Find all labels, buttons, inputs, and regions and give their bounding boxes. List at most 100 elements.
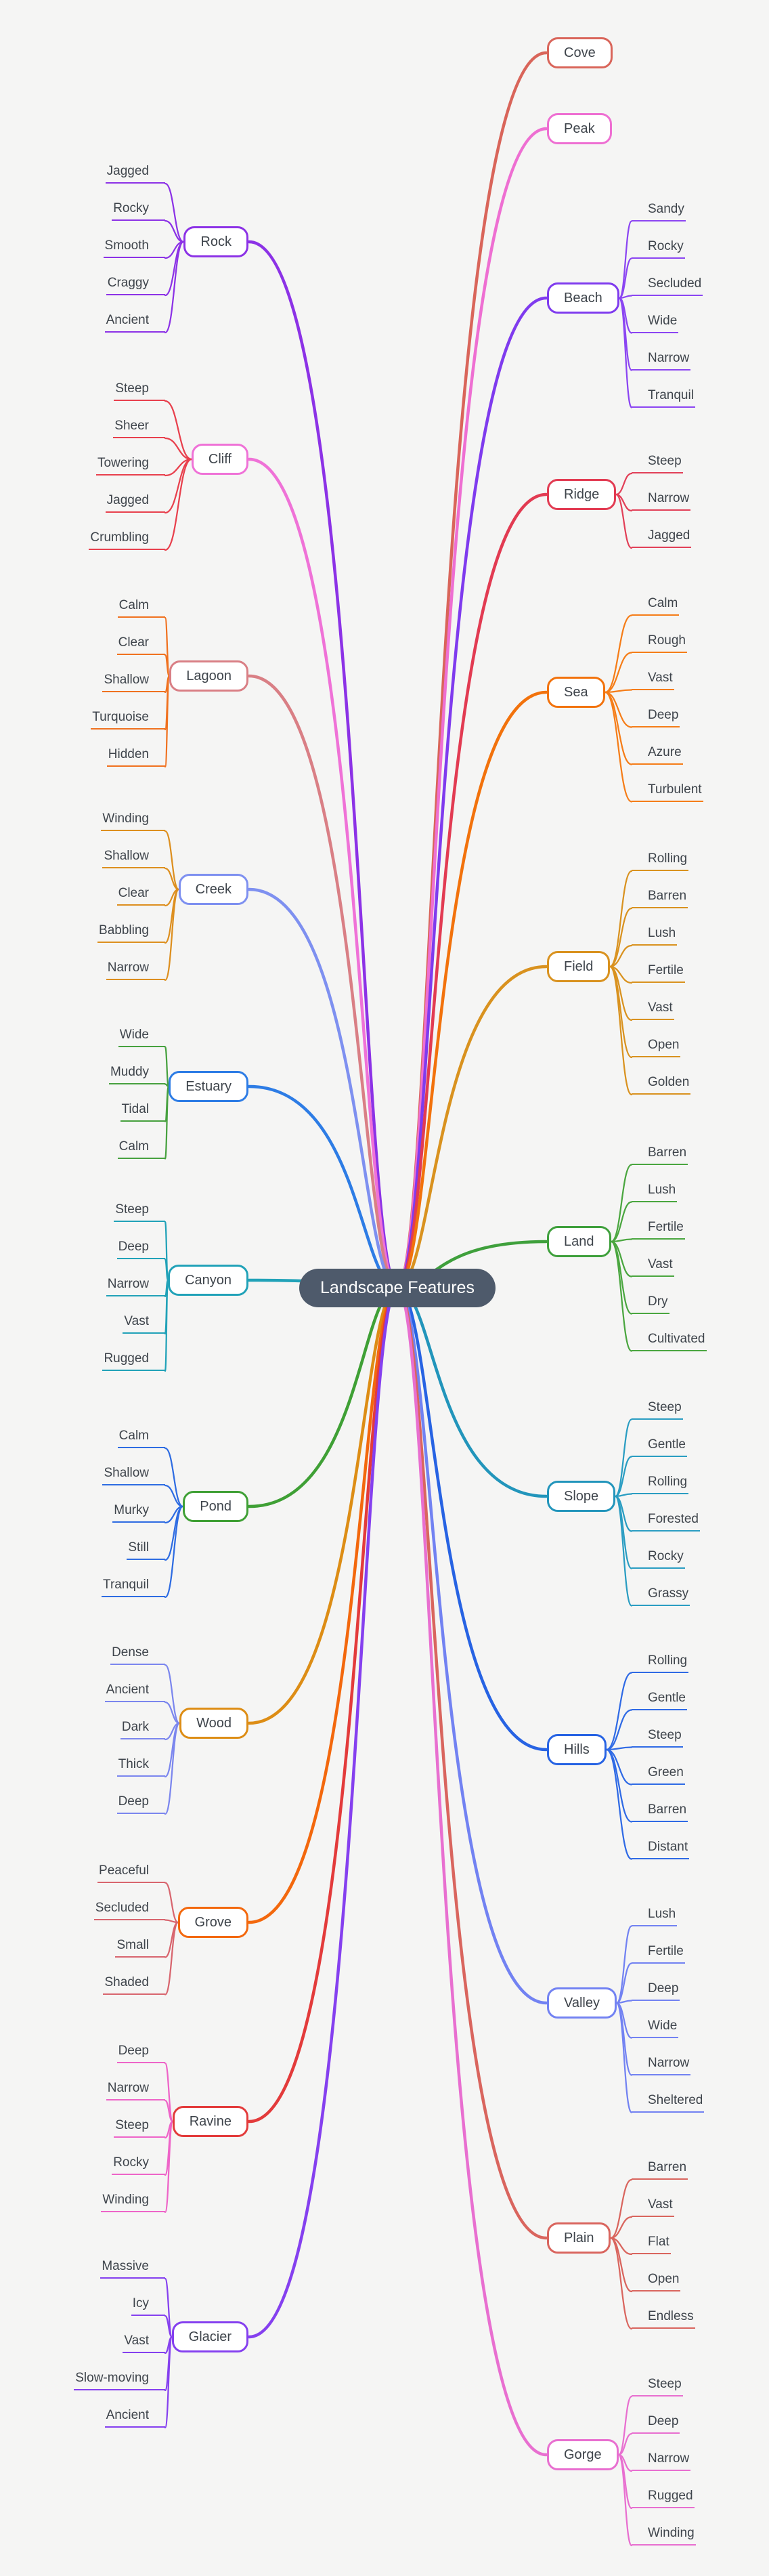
branch-node-land[interactable]: Land: [547, 1226, 611, 1257]
branch-node-gorge[interactable]: Gorge: [547, 2439, 619, 2470]
leaf-node-land-barren[interactable]: Barren: [632, 1144, 688, 1165]
leaf-node-land-fertile[interactable]: Fertile: [632, 1219, 685, 1240]
leaf-node-wood-deep[interactable]: Deep: [116, 1793, 165, 1814]
leaf-node-sea-azure[interactable]: Azure: [632, 744, 683, 765]
leaf-node-plain-endless[interactable]: Endless: [632, 2308, 695, 2329]
branch-node-peak[interactable]: Peak: [547, 113, 612, 144]
leaf-node-lagoon-calm[interactable]: Calm: [117, 597, 165, 618]
leaf-node-slope-rolling[interactable]: Rolling: [632, 1473, 689, 1494]
root-node[interactable]: Landscape Features: [299, 1268, 496, 1307]
leaf-node-creek-winding[interactable]: Winding: [101, 810, 165, 831]
branch-node-glacier[interactable]: Glacier: [171, 2321, 248, 2352]
leaf-node-land-dry[interactable]: Dry: [632, 1293, 669, 1314]
leaf-node-slope-forested[interactable]: Forested: [632, 1511, 700, 1532]
leaf-node-lagoon-clear[interactable]: Clear: [116, 634, 165, 655]
leaf-node-ravine-deep[interactable]: Deep: [116, 2042, 165, 2063]
leaf-node-hills-rolling[interactable]: Rolling: [632, 1652, 689, 1673]
leaf-node-valley-fertile[interactable]: Fertile: [632, 1943, 685, 1964]
leaf-node-wood-dark[interactable]: Dark: [120, 1718, 165, 1739]
leaf-node-estuary-wide[interactable]: Wide: [118, 1026, 165, 1047]
branch-node-estuary[interactable]: Estuary: [169, 1071, 248, 1102]
leaf-node-slope-gentle[interactable]: Gentle: [632, 1436, 687, 1457]
leaf-node-pond-murky[interactable]: Murky: [112, 1502, 165, 1523]
branch-node-cliff[interactable]: Cliff: [191, 444, 248, 475]
leaf-node-creek-shallow[interactable]: Shallow: [102, 847, 165, 868]
branch-node-slope[interactable]: Slope: [547, 1481, 616, 1512]
branch-node-plain[interactable]: Plain: [547, 2222, 611, 2254]
branch-node-pond[interactable]: Pond: [183, 1491, 248, 1522]
leaf-node-rock-ancient[interactable]: Ancient: [104, 312, 165, 333]
leaf-node-sea-calm[interactable]: Calm: [632, 595, 680, 616]
leaf-node-ravine-narrow[interactable]: Narrow: [106, 2079, 165, 2100]
leaf-node-estuary-tidal[interactable]: Tidal: [120, 1101, 165, 1122]
branch-node-creek[interactable]: Creek: [178, 874, 248, 905]
leaf-node-cliff-towering[interactable]: Towering: [95, 455, 165, 476]
leaf-node-gorge-deep[interactable]: Deep: [632, 2413, 680, 2434]
leaf-node-glacier-ancient[interactable]: Ancient: [104, 2407, 165, 2428]
leaf-node-rock-rocky[interactable]: Rocky: [112, 200, 165, 221]
leaf-node-field-barren[interactable]: Barren: [632, 887, 688, 908]
leaf-node-pond-calm[interactable]: Calm: [117, 1427, 165, 1448]
leaf-node-pond-tranquil[interactable]: Tranquil: [102, 1576, 165, 1597]
leaf-node-estuary-calm[interactable]: Calm: [117, 1138, 165, 1159]
leaf-node-beach-rocky[interactable]: Rocky: [632, 238, 685, 259]
leaf-node-beach-wide[interactable]: Wide: [632, 312, 679, 333]
leaf-node-land-cultivated[interactable]: Cultivated: [632, 1330, 707, 1351]
leaf-node-sea-rough[interactable]: Rough: [632, 632, 687, 653]
leaf-node-grove-small[interactable]: Small: [115, 1937, 165, 1958]
leaf-node-canyon-deep[interactable]: Deep: [116, 1238, 165, 1259]
branch-node-hills[interactable]: Hills: [547, 1734, 607, 1765]
leaf-node-canyon-steep[interactable]: Steep: [114, 1201, 165, 1222]
leaf-node-field-open[interactable]: Open: [632, 1036, 681, 1057]
branch-node-ravine[interactable]: Ravine: [172, 2106, 248, 2137]
branch-node-valley[interactable]: Valley: [547, 1987, 617, 2019]
leaf-node-slope-steep[interactable]: Steep: [632, 1399, 683, 1420]
leaf-node-ravine-rocky[interactable]: Rocky: [112, 2154, 165, 2175]
leaf-node-plain-barren[interactable]: Barren: [632, 2159, 688, 2180]
leaf-node-glacier-slow-moving[interactable]: Slow-moving: [74, 2369, 165, 2390]
branch-node-ridge[interactable]: Ridge: [547, 479, 617, 510]
leaf-node-wood-ancient[interactable]: Ancient: [104, 1681, 165, 1702]
leaf-node-hills-barren[interactable]: Barren: [632, 1801, 688, 1822]
leaf-node-glacier-massive[interactable]: Massive: [100, 2258, 165, 2279]
leaf-node-lagoon-hidden[interactable]: Hidden: [106, 746, 165, 767]
leaf-node-land-vast[interactable]: Vast: [632, 1256, 674, 1277]
leaf-node-field-golden[interactable]: Golden: [632, 1074, 691, 1095]
leaf-node-beach-tranquil[interactable]: Tranquil: [632, 387, 695, 408]
leaf-node-beach-narrow[interactable]: Narrow: [632, 350, 691, 371]
leaf-node-gorge-narrow[interactable]: Narrow: [632, 2450, 691, 2471]
leaf-node-plain-open[interactable]: Open: [632, 2271, 681, 2292]
branch-node-sea[interactable]: Sea: [547, 677, 605, 708]
leaf-node-valley-narrow[interactable]: Narrow: [632, 2054, 691, 2075]
leaf-node-cliff-sheer[interactable]: Sheer: [113, 417, 165, 438]
leaf-node-ridge-steep[interactable]: Steep: [632, 452, 683, 473]
leaf-node-estuary-muddy[interactable]: Muddy: [108, 1063, 165, 1084]
leaf-node-ravine-winding[interactable]: Winding: [101, 2191, 165, 2212]
leaf-node-gorge-winding[interactable]: Winding: [632, 2525, 696, 2546]
leaf-node-ridge-narrow[interactable]: Narrow: [632, 490, 691, 511]
leaf-node-ravine-steep[interactable]: Steep: [114, 2117, 165, 2138]
leaf-node-plain-vast[interactable]: Vast: [632, 2196, 674, 2217]
leaf-node-creek-babbling[interactable]: Babbling: [97, 922, 165, 943]
leaf-node-pond-shallow[interactable]: Shallow: [102, 1464, 165, 1485]
leaf-node-hills-green[interactable]: Green: [632, 1764, 685, 1785]
leaf-node-grove-secluded[interactable]: Secluded: [93, 1899, 165, 1920]
leaf-node-rock-smooth[interactable]: Smooth: [103, 237, 165, 258]
leaf-node-glacier-icy[interactable]: Icy: [131, 2295, 165, 2316]
leaf-node-field-fertile[interactable]: Fertile: [632, 962, 685, 983]
leaf-node-rock-craggy[interactable]: Craggy: [106, 274, 165, 295]
branch-node-lagoon[interactable]: Lagoon: [169, 660, 248, 692]
leaf-node-valley-wide[interactable]: Wide: [632, 2017, 679, 2038]
leaf-node-slope-rocky[interactable]: Rocky: [632, 1548, 685, 1569]
leaf-node-cliff-jagged[interactable]: Jagged: [105, 492, 165, 513]
branch-node-beach[interactable]: Beach: [547, 282, 619, 314]
leaf-node-canyon-vast[interactable]: Vast: [123, 1313, 165, 1334]
leaf-node-rock-jagged[interactable]: Jagged: [105, 163, 165, 184]
leaf-node-grove-peaceful[interactable]: Peaceful: [97, 1862, 165, 1883]
leaf-node-glacier-vast[interactable]: Vast: [123, 2332, 165, 2353]
leaf-node-canyon-narrow[interactable]: Narrow: [106, 1275, 165, 1296]
leaf-node-sea-turbulent[interactable]: Turbulent: [632, 781, 703, 802]
leaf-node-wood-thick[interactable]: Thick: [116, 1756, 165, 1777]
leaf-node-wood-dense[interactable]: Dense: [110, 1644, 165, 1665]
branch-node-field[interactable]: Field: [547, 951, 611, 982]
